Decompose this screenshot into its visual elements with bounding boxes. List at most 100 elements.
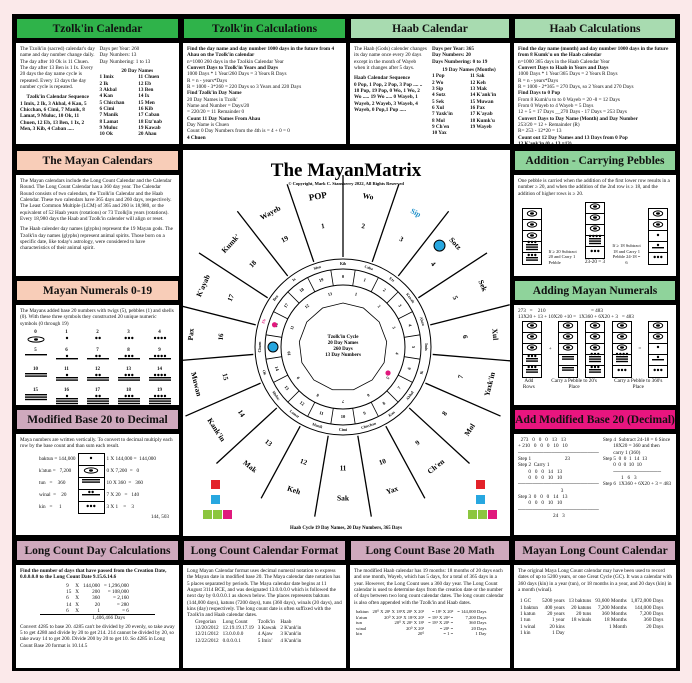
calc: 0 X 7,200 = 0 — [106, 468, 140, 475]
table-cell: 200 — [92, 589, 100, 596]
day-number: 17 — [283, 302, 290, 309]
tzolkin-number: 9 — [295, 376, 300, 381]
calc-line: n=1000 365 days in the Haab Calendar Yea… — [518, 58, 610, 65]
fact-line: Day Numbers: 13 — [99, 52, 137, 59]
day-name: Kawak — [405, 292, 416, 304]
numeral-cell: 11 — [51, 367, 82, 386]
month-number: 9 — [414, 438, 422, 447]
column-header: Tzolk'in — [257, 618, 275, 625]
ring-divider — [330, 408, 334, 425]
step-line: + 210 0 0 0 10 10 — [518, 443, 568, 450]
calc-line: n=1000 260 days in the Tzolkin Calendar … — [187, 58, 284, 65]
panel-tzolkin-calculations: Tzolk'in Calculations Find the day name … — [183, 18, 346, 144]
numeral-stack — [522, 208, 542, 266]
mayan-numeral-glyph — [588, 352, 602, 367]
table-cell: X — [75, 595, 80, 602]
calc-line: 253/20 = 12 + Remainder (R) — [518, 122, 580, 129]
inner-tzolkin-polygon — [298, 302, 388, 391]
day-number-ring-outer — [264, 268, 422, 426]
table-cell: 12/21/2012 — [195, 631, 219, 638]
table-cell: 4 Ajaw — [257, 631, 273, 638]
day-number-ring-inner — [280, 284, 406, 410]
table-cell: 5 Imix' — [257, 637, 273, 644]
table-cell: 144,000 Days — [634, 604, 664, 611]
tzolkin-number: 4 — [394, 352, 399, 356]
copyright: © Copyright, Mark C. Stansberry 2022, Al… — [288, 181, 404, 186]
mayan-numeral-glyph — [651, 243, 665, 253]
intro-text: One pebble is carried when the addition … — [518, 178, 670, 197]
step-line: 0 0 0 14 13 — [518, 468, 563, 475]
haab-spoke — [357, 435, 372, 517]
mayan-numeral-glyph — [525, 253, 539, 265]
names-title: 19 Day Names (Months) — [442, 67, 496, 74]
numeral-stack — [585, 320, 605, 378]
mayan-numeral-glyph — [615, 333, 629, 342]
numeral-stack — [611, 320, 632, 378]
day-number: 4 — [407, 323, 413, 327]
total: 144, 503 — [150, 513, 169, 520]
month-name: 14 K'ank'in — [470, 92, 497, 99]
table-cell: 1 GC — [520, 598, 532, 605]
day-name: Ik — [419, 369, 424, 374]
mayan-numeral-glyph — [561, 333, 575, 342]
day-name: 12 Eb — [138, 80, 152, 87]
month-name: 12 Keh — [470, 79, 486, 86]
table-cell: kin — [356, 631, 362, 637]
mayan-numeral-glyph — [55, 336, 79, 344]
panel-mayan-numerals: Mayan Numerals 0-19 The Mayans added bas… — [16, 280, 179, 405]
day-name: 14 Ix — [138, 93, 150, 100]
haab-spoke — [432, 353, 515, 362]
month-number: 13 — [263, 438, 274, 449]
matrix-title: The MayanMatrix — [271, 160, 422, 181]
legend-square — [203, 510, 212, 519]
sequence-title: Haab Calendar Sequence — [354, 75, 411, 82]
calc: 10 X 360 = 360 — [106, 480, 144, 487]
step-line: carry 1 (360) — [602, 449, 641, 456]
intro-text: Find the number of days that have passed… — [20, 568, 167, 581]
haab-spoke — [371, 184, 400, 263]
table-cell: 3 K'ank'in — [280, 631, 302, 638]
month-name: Xul — [490, 328, 500, 340]
month-number: 19 — [280, 234, 290, 245]
month-name: 9 Ch'en — [432, 124, 450, 131]
day-name: 19 Kawab — [138, 125, 161, 132]
table-cell: 20 — [94, 601, 100, 608]
day-name: Etz — [388, 277, 395, 284]
table-cell: 360 — [92, 595, 100, 602]
tzolkin-number: 8 — [316, 393, 320, 398]
legend-square — [476, 495, 485, 504]
panel-haab-calculations: Haab Calculations Find the day name (mon… — [514, 18, 676, 144]
legend-square — [488, 510, 497, 519]
haab-spoke — [397, 210, 450, 277]
numeral-stack — [648, 320, 668, 378]
mayan-numeral-glyph — [148, 336, 172, 344]
ring-divider — [287, 390, 300, 403]
mayan-numeral-glyph — [525, 240, 539, 255]
calc-line: Day Name is Chuen — [187, 122, 229, 129]
numeral-cell: 3 — [113, 330, 144, 346]
calc-line: R = n - years*Days — [187, 77, 228, 84]
calc-line: Convert Days to Tzolk'in Years and Days — [187, 65, 279, 72]
table-cell: = 280 — [116, 601, 129, 608]
table-cell: 1 baktun — [520, 604, 539, 611]
haab-spoke — [198, 252, 269, 299]
haab-spoke — [425, 382, 501, 417]
numeral-cell: 15 — [20, 388, 51, 405]
numeral-cell: 6 — [51, 348, 82, 365]
mayan-numeral-glyph — [615, 322, 629, 331]
carry-note: 23-20 = 3 — [584, 259, 606, 266]
calc-line: Convert Days to Day Name (Month) and Day… — [518, 115, 638, 122]
day-name: 17 Caban — [138, 112, 160, 119]
haab-spoke — [417, 252, 488, 299]
panel-title: Mayan Long Count Calendar — [514, 540, 676, 561]
ring-divider — [265, 334, 282, 338]
numeral-value: 17 — [95, 387, 100, 393]
legend-square — [223, 510, 232, 519]
step-label: Carry a Pebble to 360's Place — [614, 377, 663, 391]
step-line: Step 4 Subtract 24-18 = 6 Since — [602, 437, 671, 443]
number-marker-dot — [385, 370, 391, 376]
fact-line: Days Numbering: 0 to 19 — [432, 58, 488, 65]
panel-title: Modified Base 20 to Decimal — [16, 409, 179, 430]
